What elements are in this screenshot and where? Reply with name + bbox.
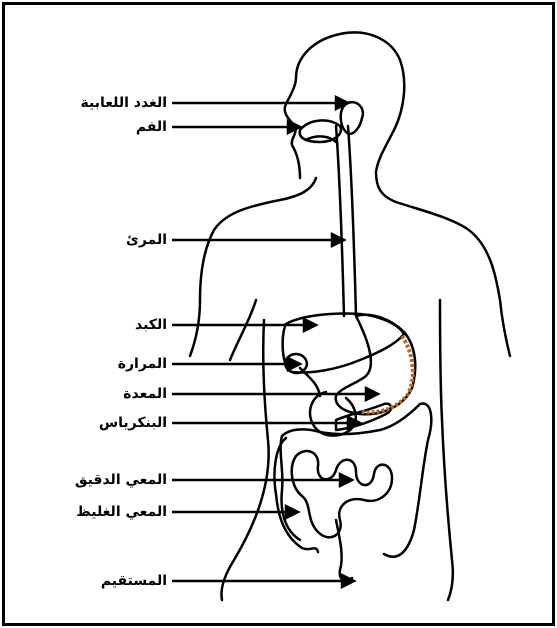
label-mouth: الفم <box>136 118 167 136</box>
body-outline <box>285 32 510 356</box>
left-torso <box>222 320 269 600</box>
salivary-gland <box>341 102 363 134</box>
label-liver: الكبد <box>135 316 167 334</box>
arrowhead-mouth <box>288 121 300 133</box>
arrowhead-small-intestine <box>340 474 352 486</box>
arrowhead-stomach <box>366 388 378 400</box>
arrowhead-pancreas <box>348 417 360 429</box>
label-small-intestine: المعي الدقيق <box>75 471 167 489</box>
label-gallbladder: المرارة <box>118 355 167 373</box>
arrowhead-liver <box>304 319 316 331</box>
pancreas-shape <box>336 404 391 430</box>
esophagus-tube-right <box>348 126 356 316</box>
label-large-intestine: المعي الغليظ <box>76 503 167 521</box>
label-stomach: المعدة <box>123 385 167 403</box>
right-torso <box>440 300 453 600</box>
label-rectum: المستقيم <box>101 572 167 590</box>
label-esophagus: المرئ <box>126 231 167 249</box>
arrowhead-salivary <box>336 97 348 109</box>
label-pancreas: البنكرياس <box>99 414 167 432</box>
label-salivary-glands: الغدد اللعابية <box>81 94 168 112</box>
arrowhead-large-intestine <box>286 506 298 518</box>
left-arm-inner <box>230 300 256 360</box>
left-shoulder-outline <box>190 178 316 356</box>
small-intestine-coils <box>292 451 392 537</box>
esophagus-tube-left <box>336 126 344 316</box>
arrowhead-gallbladder <box>288 358 300 370</box>
rectum-shape <box>336 520 352 581</box>
